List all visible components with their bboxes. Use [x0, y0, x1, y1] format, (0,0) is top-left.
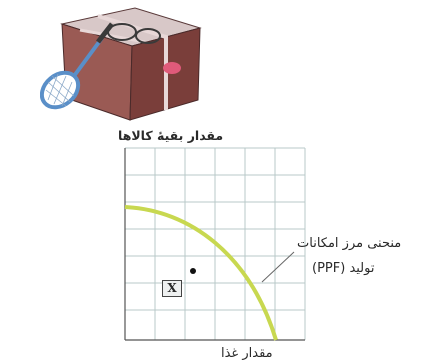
box-ribbon: [97, 14, 168, 110]
ppf-pointer-line: [261, 251, 295, 283]
point-dot: [190, 268, 196, 274]
point-x-label: X: [162, 280, 182, 297]
ppf-label-line2: تولید (PPF): [312, 261, 375, 276]
ppf-curve: [124, 205, 278, 341]
x-axis-label-food: مقدار غذا: [221, 346, 273, 361]
gift-box-racket-illustration: [40, 7, 202, 121]
racket-handle: [72, 36, 104, 78]
ppf-label-line1: منحنی مرز امکانات: [297, 236, 402, 251]
box-tag: [163, 62, 181, 74]
y-axis-label-other-goods: مقدار بقیهٔ کالاها: [118, 128, 224, 143]
